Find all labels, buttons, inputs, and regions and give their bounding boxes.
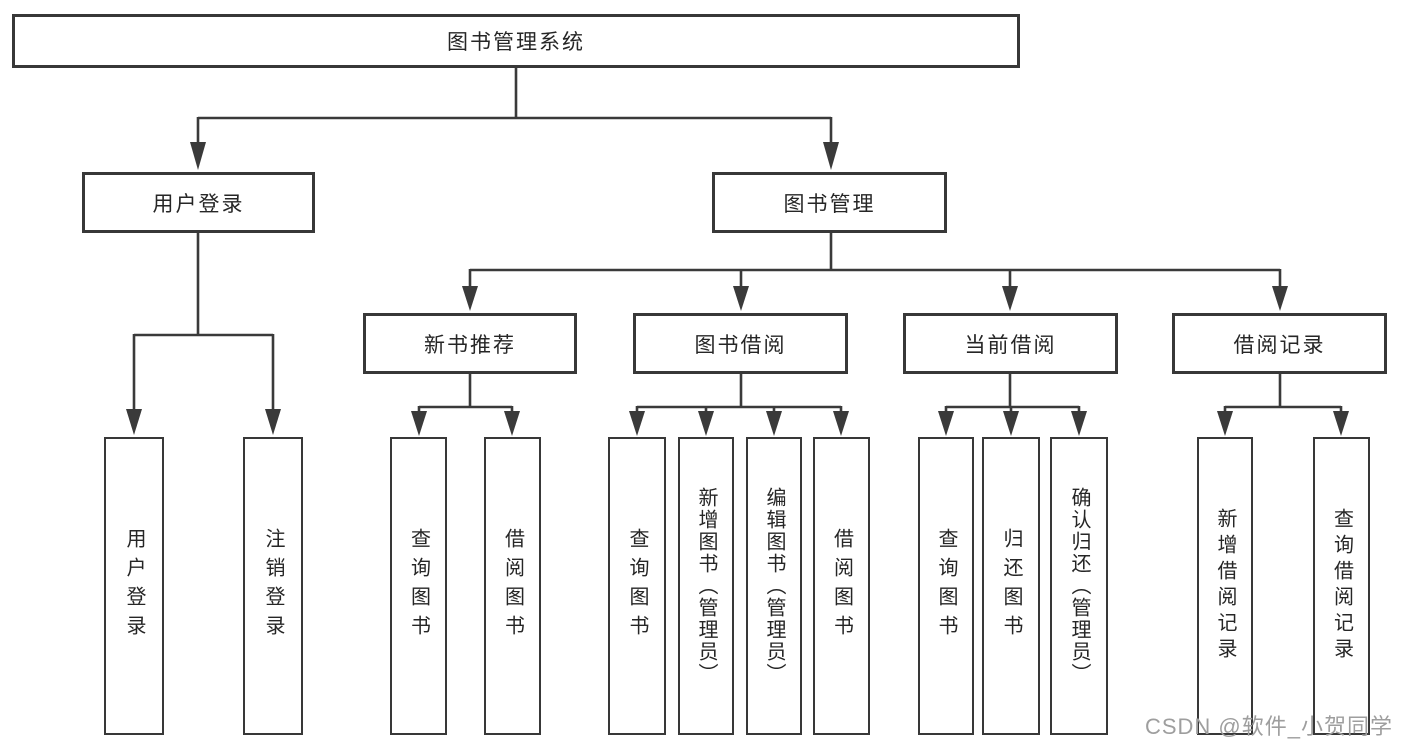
leaf-user-login: 用户登录	[104, 437, 164, 735]
leaf-edit-book-admin: 编辑图书（管理员）	[746, 437, 802, 735]
csdn-watermark: CSDN @软件_小贺同学	[1144, 714, 1393, 739]
leaf-query-borrow-record: 查询借阅记录	[1313, 437, 1370, 735]
leaf-query-book-recommend: 查询图书	[390, 437, 447, 735]
leaf-add-borrow-record: 新增借阅记录	[1197, 437, 1253, 735]
leaf-query-book-borrowing: 查询图书	[608, 437, 666, 735]
node-root-system: 图书管理系统	[12, 14, 1020, 68]
leaf-borrow-book-recommend: 借阅图书	[484, 437, 541, 735]
arrowheads	[126, 142, 1349, 436]
node-current-borrowing: 当前借阅	[903, 313, 1118, 374]
node-book-borrowing: 图书借阅	[633, 313, 848, 374]
leaf-query-book-current: 查询图书	[918, 437, 974, 735]
leaf-return-book: 归还图书	[982, 437, 1040, 735]
node-book-management: 图书管理	[712, 172, 947, 233]
node-new-book-recommend: 新书推荐	[363, 313, 577, 374]
leaf-add-book-admin: 新增图书（管理员）	[678, 437, 734, 735]
node-user-login: 用户登录	[82, 172, 315, 233]
leaf-confirm-return-admin: 确认归还（管理员）	[1050, 437, 1108, 735]
leaf-logout: 注销登录	[243, 437, 303, 735]
node-borrowing-records: 借阅记录	[1172, 313, 1387, 374]
leaf-borrow-book: 借阅图书	[813, 437, 870, 735]
